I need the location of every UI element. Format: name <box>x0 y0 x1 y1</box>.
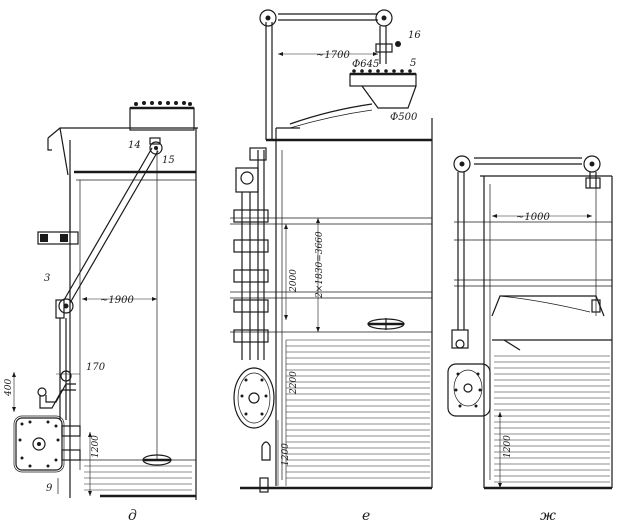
water-zh <box>494 355 610 483</box>
dim-zh-1000: ~1000 <box>516 212 550 223</box>
callout-14: 14 <box>128 140 141 151</box>
section-lines-e <box>230 217 432 333</box>
dim-d-1900: ~1900 <box>100 295 134 306</box>
float-d <box>142 454 172 466</box>
dim-e-2200: 2200 <box>289 371 299 395</box>
joint-3 <box>55 298 74 319</box>
pipe-loop-d <box>37 370 76 409</box>
dim-d-400: 400 <box>4 379 14 397</box>
float-e <box>367 318 405 330</box>
dim-d-1200: 1200 <box>91 435 101 458</box>
dim-d-170: 170 <box>86 362 106 373</box>
dim-e-2000: 2000 <box>289 269 299 293</box>
panel-d <box>12 101 198 500</box>
callout-16: 16 <box>408 30 421 41</box>
spray-manifold-e <box>289 69 417 129</box>
pump-e <box>233 367 275 461</box>
panel-e <box>230 9 433 493</box>
callout-5: 5 <box>410 58 416 69</box>
callout-15: 15 <box>162 155 175 166</box>
overflow-pipe-zh <box>453 155 601 330</box>
dim-e-phi645: Ф645 <box>352 59 379 70</box>
tank-d <box>69 128 197 500</box>
dim-zh-1200: 1200 <box>503 435 513 458</box>
caption-zh: ж <box>540 508 556 524</box>
section-lines-zh <box>454 221 612 287</box>
pump-zh <box>447 329 491 417</box>
dim-e-1700: ~1700 <box>316 50 350 61</box>
overflow-pipe-e <box>259 9 401 140</box>
dim-e-2x1830: 2×1830=3660 <box>315 231 325 299</box>
diagonal-pipe-d <box>63 147 159 304</box>
callout-9: 9 <box>46 483 53 494</box>
panel-zh <box>447 155 613 490</box>
water-e <box>286 339 430 479</box>
caption-d: д <box>128 508 137 524</box>
spray-manifold-d <box>129 101 195 131</box>
bracket-d <box>37 175 79 245</box>
pump-d <box>13 415 81 473</box>
elbow-14-15 <box>149 137 163 155</box>
caption-e: е <box>362 508 370 524</box>
pump-column-e <box>233 147 269 360</box>
callout-3: 3 <box>44 273 50 284</box>
dim-e-phi500: Ф500 <box>390 112 418 123</box>
dim-e-1200: 1200 <box>281 443 291 466</box>
